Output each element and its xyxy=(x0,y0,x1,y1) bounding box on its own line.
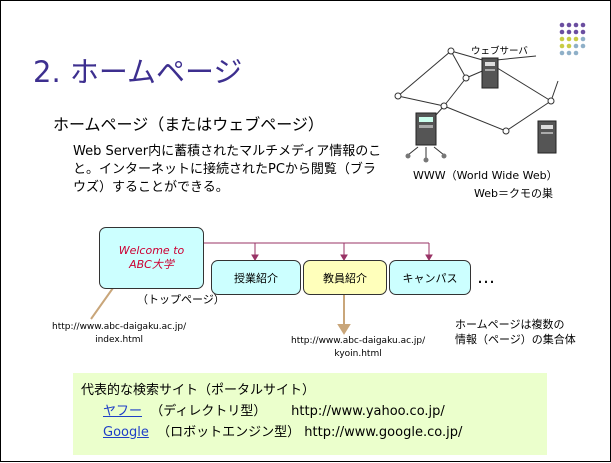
faculty-page-url: http://www.abc-daigaku.ac.jp/ kyoin.html xyxy=(291,335,425,361)
url-line: http://www.abc-daigaku.ac.jp/ xyxy=(52,322,187,332)
site-type: （ディレクトリ型） xyxy=(150,404,267,419)
decorative-dot-grid xyxy=(559,22,586,56)
page-node-faculty[interactable]: 教員紹介 xyxy=(303,260,387,295)
site-url: http://www.google.co.jp/ xyxy=(304,425,463,440)
server-icon xyxy=(537,120,557,154)
yahoo-link[interactable]: ヤフー xyxy=(103,404,143,419)
university-name: ABC大学 xyxy=(129,258,174,271)
section-subtitle: ホームページ（またはウェブページ） xyxy=(53,115,324,134)
top-page-node[interactable]: Welcome to ABC大学 xyxy=(99,227,204,289)
web-meaning-caption: Web＝クモの巣 xyxy=(474,187,553,200)
url-line: http://www.abc-daigaku.ac.jp/ xyxy=(291,336,426,346)
top-page-url: http://www.abc-daigaku.ac.jp/ index.html xyxy=(52,321,186,347)
url-line: kyoin.html xyxy=(334,349,382,359)
google-link[interactable]: Google xyxy=(103,425,149,440)
note-line: 情報（ページ）の集合体 xyxy=(455,333,576,346)
url-line: index.html xyxy=(95,335,144,345)
page-node-campus[interactable]: キャンパス xyxy=(389,260,471,295)
www-caption: WWW（World Wide Web） xyxy=(413,169,558,182)
collection-note: ホームページは複数の 情報（ページ）の集合体 xyxy=(455,317,576,347)
welcome-line: Welcome to xyxy=(118,244,185,257)
search-heading: 代表的な検索サイト（ポータルサイト） xyxy=(81,383,316,398)
search-site-row: ヤフー （ディレクトリ型） http://www.yahoo.co.jp/ xyxy=(103,400,445,419)
site-type: （ロボットエンジン型） xyxy=(157,425,301,440)
search-sites-box: 代表的な検索サイト（ポータルサイト） ヤフー （ディレクトリ型） http://… xyxy=(73,373,547,455)
description-text: Web Server内に蓄積されたマルチメディア情報のこと。インターネットに接続… xyxy=(73,144,382,195)
page-title: 2. ホームページ xyxy=(33,55,243,89)
note-line: ホームページは複数の xyxy=(455,318,565,331)
page-node-classes[interactable]: 授業紹介 xyxy=(211,260,301,295)
www-network-illustration xyxy=(394,47,559,163)
top-page-label: （トップページ） xyxy=(137,293,225,306)
search-site-row: Google （ロボットエンジン型） http://www.google.co.… xyxy=(103,421,462,440)
more-pages-ellipsis: … xyxy=(477,267,495,288)
server-icon xyxy=(405,112,447,163)
site-url: http://www.yahoo.co.jp/ xyxy=(291,404,445,419)
web-server-label: ウェブサーバ xyxy=(471,46,528,57)
server-icon xyxy=(481,57,499,89)
